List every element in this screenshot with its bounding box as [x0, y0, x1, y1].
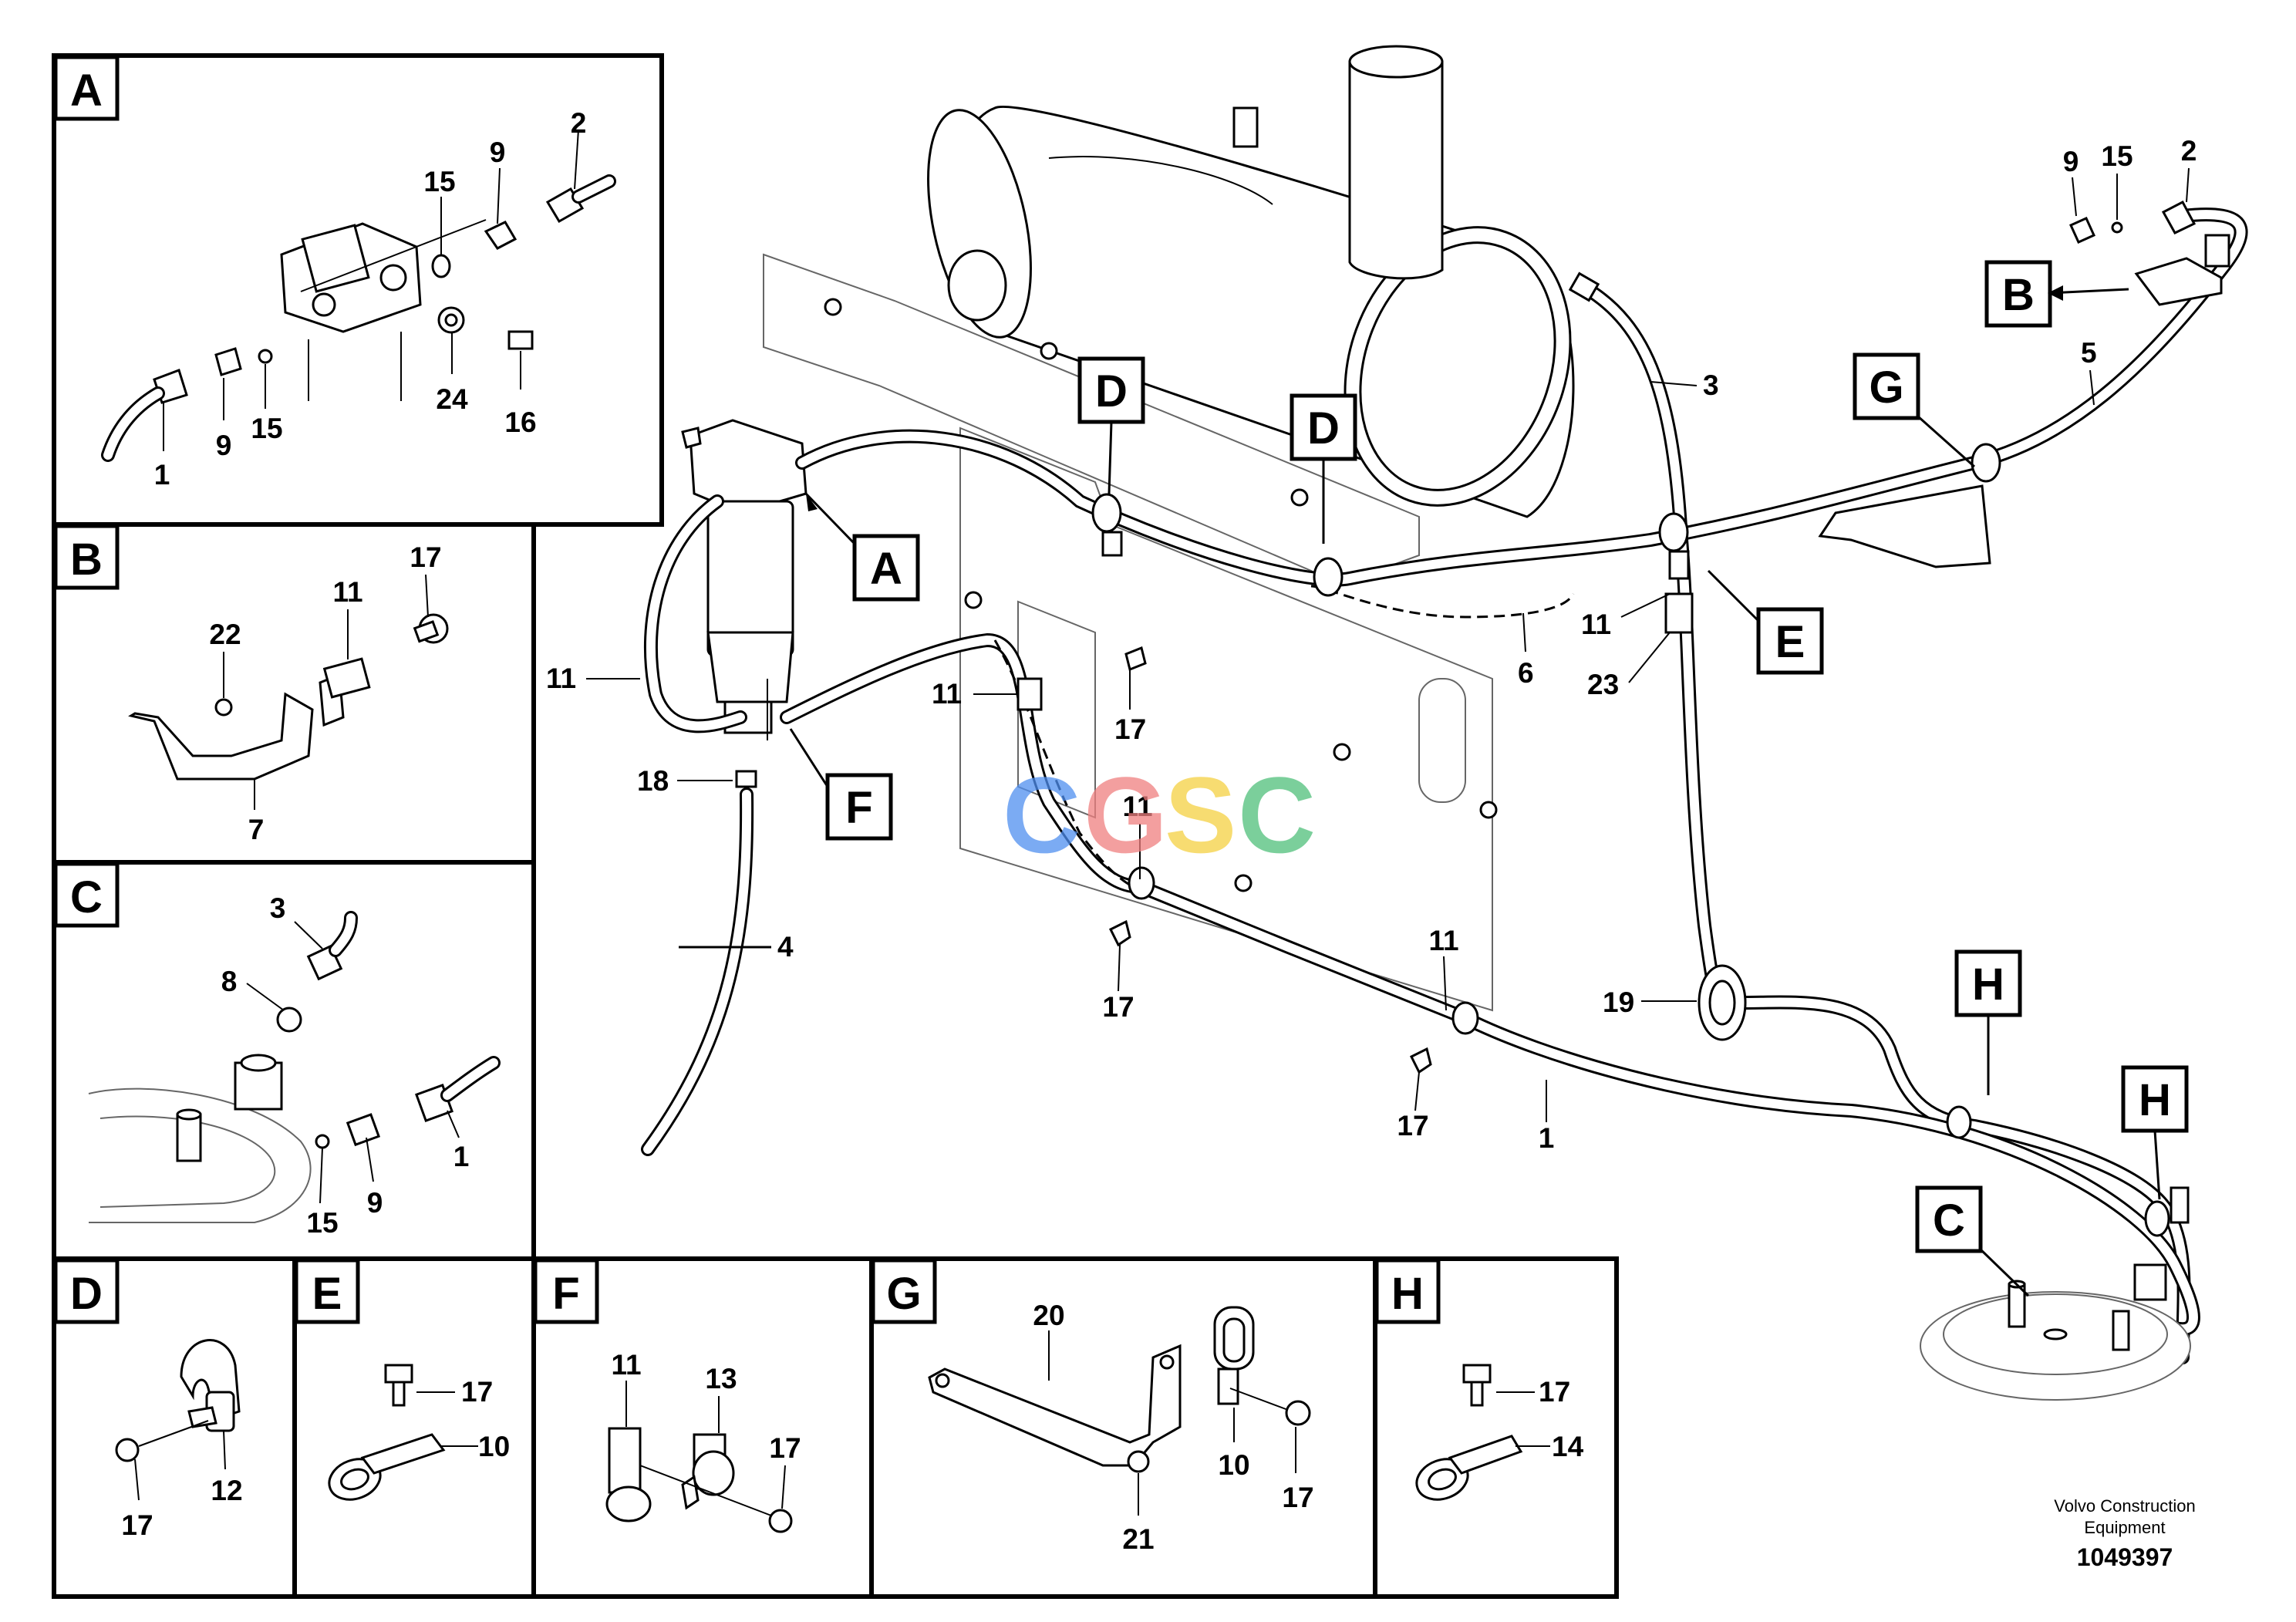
detail-panel-a: A 2 9 15 24 16 1 — [53, 55, 616, 491]
callout-e: E — [1775, 617, 1805, 667]
main-label-11-watermark: 11 — [1122, 791, 1152, 822]
main-label-17-lower: 17 — [1102, 991, 1134, 1023]
panel-d-label-17: 17 — [121, 1509, 153, 1541]
main-label-9: 9 — [2063, 146, 2079, 177]
panel-b-label-17: 17 — [410, 541, 441, 573]
drawing-number: 1049397 — [2077, 1543, 2173, 1571]
watermark-letter-1: C — [1003, 754, 1081, 875]
panel-c-label-3: 3 — [270, 892, 286, 924]
company-name-line-2: Equipment — [2084, 1518, 2165, 1537]
panel-h-letter: H — [1391, 1269, 1424, 1319]
panel-e-letter: E — [312, 1269, 342, 1319]
main-label-11-center: 11 — [932, 678, 962, 710]
callout-b: B — [2002, 270, 2035, 320]
panel-a-label-24: 24 — [436, 383, 468, 415]
panel-c-label-9: 9 — [367, 1187, 383, 1219]
watermark-letter-3: S — [1165, 754, 1236, 875]
main-assembly-view: A B C D D E F G H — [546, 45, 2248, 1401]
panel-e-label-10: 10 — [478, 1431, 510, 1462]
panel-c-letter: C — [70, 872, 103, 922]
main-label-2: 2 — [2181, 135, 2197, 167]
main-label-6: 6 — [1518, 657, 1534, 689]
company-name-line-1: Volvo Construction — [2054, 1496, 2195, 1516]
panel-a-label-9-top: 9 — [490, 137, 506, 168]
footer-info: Volvo Construction Equipment 1049397 — [2054, 1496, 2195, 1571]
callout-f: F — [845, 783, 872, 833]
panel-e-label-17: 17 — [461, 1376, 493, 1408]
panel-c-label-8: 8 — [221, 966, 238, 997]
watermark: C G S C — [1003, 754, 1316, 875]
panel-g-label-17: 17 — [1282, 1482, 1313, 1513]
main-label-11-left: 11 — [546, 663, 576, 694]
panel-d-letter: D — [70, 1269, 103, 1319]
main-label-11-lower: 11 — [1428, 925, 1458, 956]
detail-panel-e: E 17 10 — [294, 1258, 510, 1501]
main-label-18: 18 — [637, 765, 669, 797]
main-label-5: 5 — [2081, 337, 2097, 369]
main-label-19: 19 — [1603, 986, 1634, 1018]
panel-a-letter: A — [70, 66, 103, 116]
panel-a-label-1: 1 — [154, 459, 170, 491]
panel-g-label-20: 20 — [1033, 1300, 1064, 1331]
detail-panel-g: G 20 10 17 21 — [871, 1258, 1314, 1555]
panel-a-label-15-top: 15 — [423, 166, 455, 197]
panel-g-letter: G — [886, 1269, 921, 1319]
detail-panel-frames — [52, 53, 1619, 1599]
panel-g-label-21: 21 — [1122, 1523, 1154, 1555]
panel-a-label-15-bottom: 15 — [251, 413, 282, 444]
callout-d-1: D — [1095, 366, 1128, 416]
panel-f-label-13: 13 — [705, 1363, 737, 1394]
panel-h-label-17: 17 — [1539, 1376, 1570, 1408]
main-label-15: 15 — [2101, 140, 2132, 172]
main-label-17-center: 17 — [1114, 713, 1146, 745]
main-part-labels: 9 15 2 3 5 11 11 17 18 4 6 11 23 — [546, 135, 2197, 1154]
detail-panel-f: F 11 13 17 — [533, 1258, 801, 1533]
watermark-letter-4: C — [1238, 754, 1316, 875]
callout-c: C — [1933, 1195, 1965, 1246]
panel-a-label-9-bottom: 9 — [216, 430, 232, 461]
panel-c-label-1: 1 — [453, 1141, 470, 1172]
panel-b-letter: B — [70, 534, 103, 585]
panel-b-label-22: 22 — [209, 619, 241, 650]
panel-g-label-10: 10 — [1218, 1449, 1249, 1481]
callout-h-2: H — [2139, 1075, 2171, 1125]
main-label-17-bottom: 17 — [1397, 1110, 1428, 1141]
callout-d-2: D — [1307, 403, 1340, 454]
panel-h-label-14: 14 — [1552, 1431, 1584, 1462]
main-label-4: 4 — [777, 931, 794, 963]
watermark-letter-2: G — [1084, 754, 1168, 875]
panel-d-label-12: 12 — [211, 1475, 242, 1506]
panel-f-label-11: 11 — [611, 1349, 641, 1381]
panel-f-letter: F — [552, 1269, 579, 1319]
panel-b-label-11: 11 — [332, 576, 362, 608]
callout-boxes: A B C D D E F G H — [789, 260, 2189, 1297]
panel-c-label-15: 15 — [306, 1207, 338, 1239]
detail-panel-b: B 17 11 22 7 — [53, 524, 449, 845]
detail-panel-c: C 3 8 1 9 15 — [53, 862, 501, 1239]
detail-panel-d: D 12 17 — [53, 1258, 243, 1541]
panel-b-label-7: 7 — [248, 814, 265, 845]
main-label-3: 3 — [1703, 369, 1719, 401]
panel-a-label-16: 16 — [504, 406, 536, 438]
panel-f-label-17: 17 — [769, 1432, 801, 1464]
main-label-11-right: 11 — [1581, 609, 1611, 640]
main-label-23: 23 — [1587, 669, 1619, 700]
detail-panel-h: H 17 14 — [1374, 1258, 1584, 1501]
callout-g: G — [1869, 363, 1903, 413]
callout-a: A — [870, 544, 902, 594]
main-label-1: 1 — [1539, 1122, 1555, 1154]
callout-h-1: H — [1972, 959, 2004, 1010]
panel-a-label-2: 2 — [571, 107, 587, 139]
